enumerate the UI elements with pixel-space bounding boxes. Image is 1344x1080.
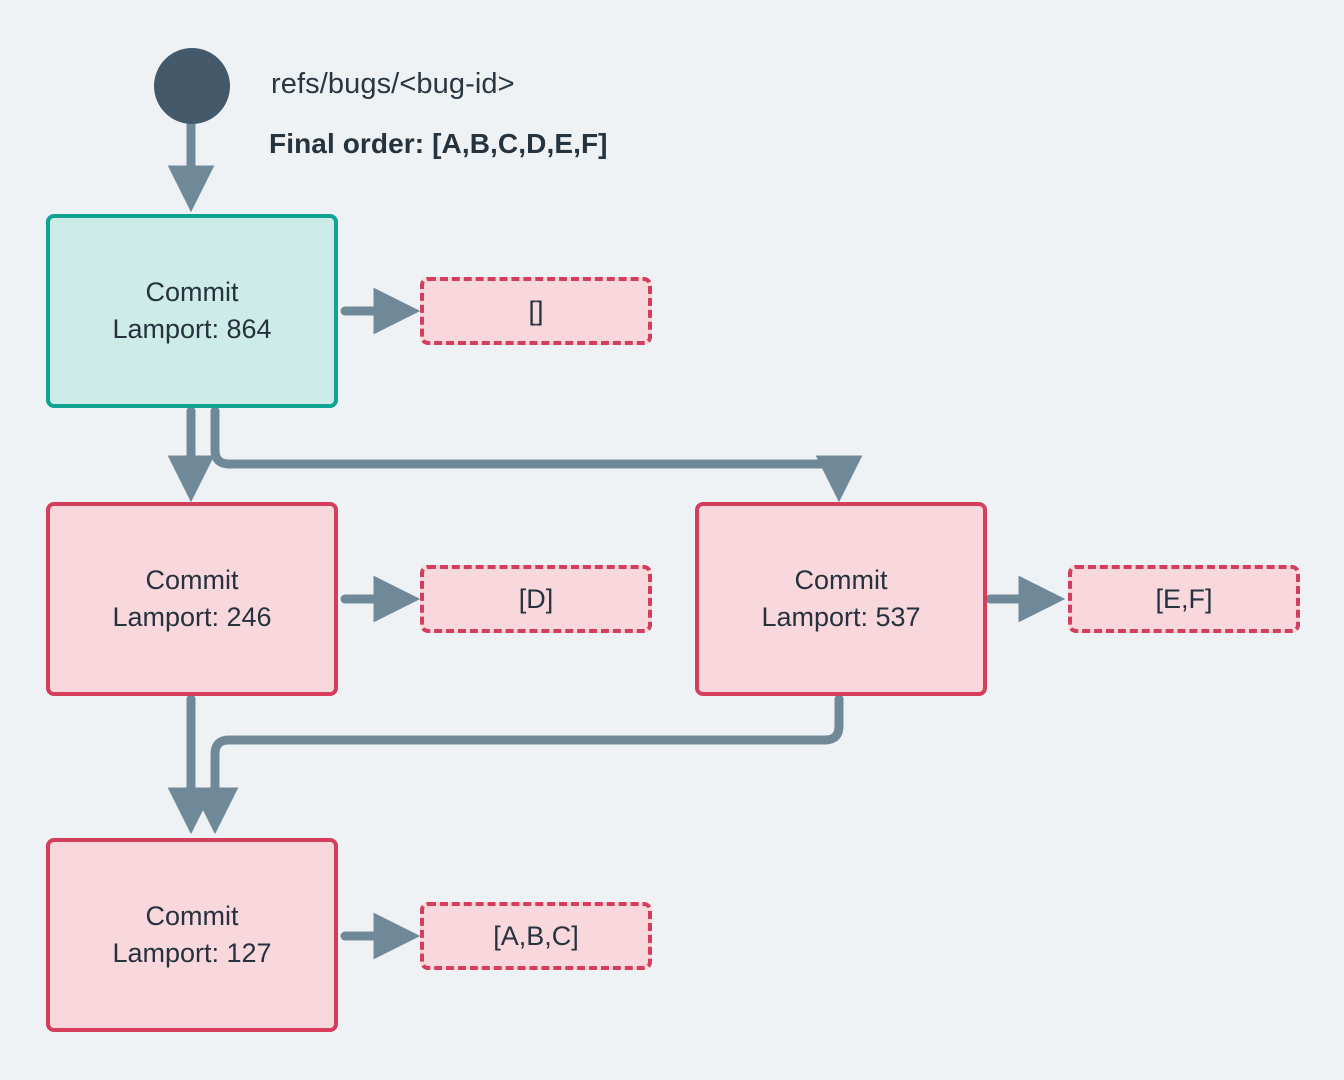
commit-node-246[interactable]: Commit Lamport: 246 <box>46 502 338 696</box>
payload-badge-537[interactable]: [E,F] <box>1068 565 1300 633</box>
commit-node-title: Commit <box>145 900 239 931</box>
payload-badge-label: [D] <box>518 583 554 614</box>
payload-badge-label: [] <box>528 295 544 326</box>
ref-path-label: refs/bugs/<bug-id> <box>271 68 515 100</box>
commit-node-lamport: Lamport: 127 <box>112 938 272 968</box>
edge-c537-to-c127 <box>191 694 844 835</box>
commit-node-537[interactable]: Commit Lamport: 537 <box>695 502 987 696</box>
commit-node-title: Commit <box>145 276 239 307</box>
commit-node-864[interactable]: Commit Lamport: 864 <box>46 214 338 408</box>
root-ref-node-icon[interactable] <box>154 48 230 124</box>
payload-badge-246[interactable]: [D] <box>420 565 652 633</box>
payload-badge-864[interactable]: [] <box>420 277 652 345</box>
commit-node-lamport: Lamport: 864 <box>112 314 272 344</box>
commit-node-title: Commit <box>794 564 888 595</box>
payload-badge-label: [A,B,C] <box>493 920 579 951</box>
commit-node-lamport: Lamport: 246 <box>112 602 272 632</box>
payload-badge-127[interactable]: [A,B,C] <box>420 902 652 970</box>
payload-badge-label: [E,F] <box>1155 583 1213 614</box>
commit-node-127[interactable]: Commit Lamport: 127 <box>46 838 338 1032</box>
commit-node-title: Commit <box>145 564 239 595</box>
edge-c864-to-c537 <box>210 406 863 503</box>
final-order-label: Final order: [A,B,C,D,E,F] <box>269 128 608 159</box>
commit-node-lamport: Lamport: 537 <box>761 602 921 632</box>
